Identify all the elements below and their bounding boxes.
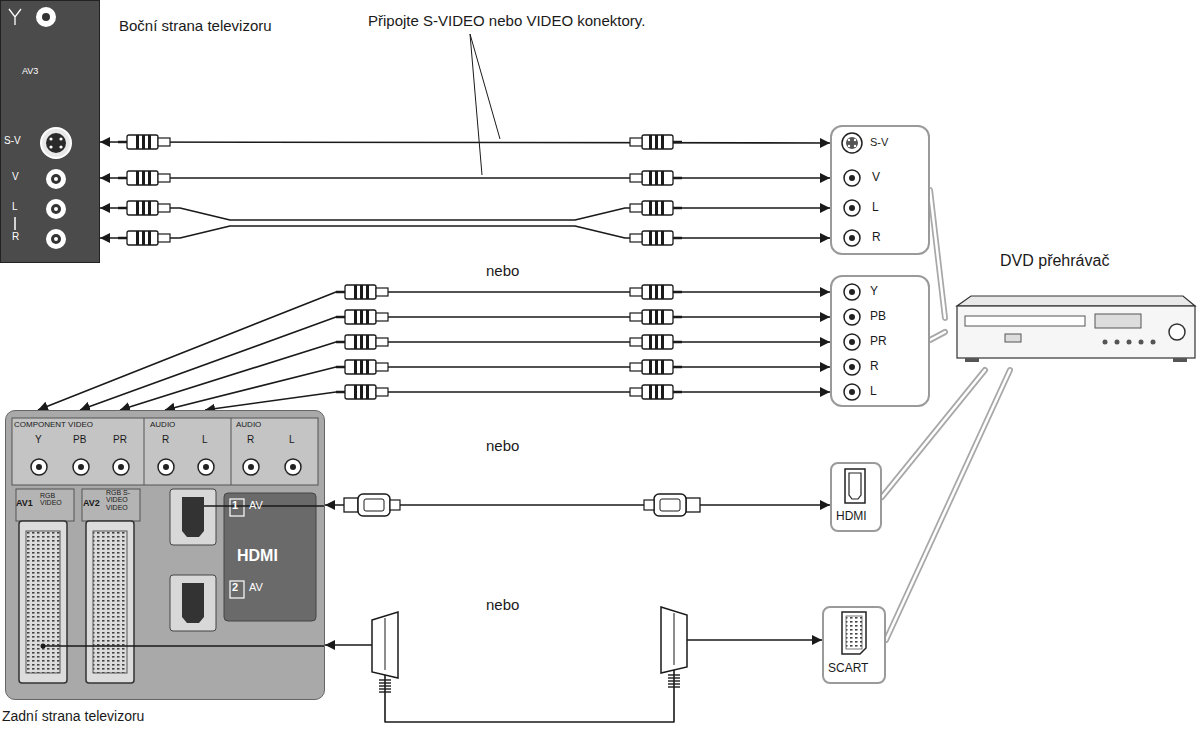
jack-label: R	[247, 434, 254, 446]
alternative-word: nebo	[486, 437, 519, 454]
instruction-note: Připojte S-VIDEO nebo VIDEO konektory.	[368, 12, 645, 29]
input-name: AV	[249, 499, 263, 512]
rca-plug	[336, 310, 388, 324]
dvd-jack-group: S-V V L R	[830, 125, 930, 255]
port-label: L	[870, 385, 877, 399]
rca-plug	[336, 285, 388, 299]
connection-wedge	[930, 190, 945, 318]
cable	[100, 226, 830, 238]
rca-plug	[630, 310, 682, 324]
input-name: AV1	[16, 498, 33, 508]
rca-plug	[118, 201, 170, 215]
rca-plug	[630, 285, 682, 299]
jack-label: R	[162, 434, 169, 446]
connection-wedge	[886, 370, 1010, 640]
signal-list: RGB VIDEO	[40, 492, 72, 507]
cable	[38, 292, 830, 410]
hdmi-logo: HDMI	[237, 547, 278, 565]
input-number: 1	[232, 499, 238, 512]
cable	[325, 640, 822, 722]
hdmi-plug	[344, 494, 400, 516]
rca-plug	[630, 385, 682, 399]
jack-group-label: AUDIO	[150, 420, 175, 429]
jack-label: R	[12, 231, 19, 243]
side-panel-art	[1, 1, 101, 264]
alternative-word: nebo	[486, 596, 519, 613]
port-label: Y	[870, 285, 878, 299]
rca-plug	[630, 135, 682, 149]
cable	[165, 367, 830, 410]
rca-plug	[118, 135, 170, 149]
rca-plug	[336, 385, 388, 399]
leader-line	[470, 34, 482, 175]
jack-label: Y	[35, 434, 42, 446]
jack-group-label: COMPONENT VIDEO	[14, 420, 93, 429]
rca-plug	[630, 171, 682, 185]
jack-label: PB	[73, 434, 86, 446]
alternative-word: nebo	[486, 262, 519, 279]
rca-plug	[118, 171, 170, 185]
cable	[205, 392, 830, 410]
rca-plug	[630, 360, 682, 374]
rca-plug	[118, 231, 170, 245]
scart-plug	[661, 607, 687, 687]
panel-heading: Zadní strana televizoru	[2, 708, 144, 724]
input-name: AV	[249, 581, 263, 594]
rca-plug	[630, 201, 682, 215]
jack-label: V	[12, 171, 19, 183]
input-number: 2	[232, 581, 238, 594]
port-label: PR	[870, 335, 887, 349]
dvd-hdmi-port: HDMI	[830, 462, 882, 532]
jack-label: L	[289, 434, 295, 446]
port-label: HDMI	[836, 510, 867, 524]
rca-plug	[630, 231, 682, 245]
port-label: PB	[870, 310, 886, 324]
hdmi-plug	[644, 494, 700, 516]
signal-list: RGB S-VIDEO VIDEO	[106, 489, 138, 511]
port-label: DVD přehrávač	[1000, 252, 1109, 270]
cable	[120, 342, 830, 410]
port-label: V	[872, 171, 880, 185]
scart-plug	[372, 612, 398, 692]
jack-group-label: AUDIO	[236, 420, 261, 429]
cable	[100, 178, 830, 179]
cable	[100, 142, 830, 143]
dvd-player: DVD přehrávač	[945, 250, 1200, 370]
input-name: AV3	[22, 66, 38, 76]
input-name: AV2	[83, 498, 100, 508]
cable	[100, 208, 830, 220]
port-label: L	[872, 201, 879, 215]
port-label: R	[872, 231, 881, 245]
port-label: R	[870, 360, 879, 374]
connection-wedge	[930, 332, 945, 340]
jack-label: L	[202, 434, 208, 446]
jack-label: L	[12, 201, 18, 213]
port-label: S-V	[870, 136, 888, 149]
cable	[325, 505, 830, 506]
cable	[80, 317, 830, 410]
rca-plug	[336, 360, 388, 374]
rca-plug	[336, 335, 388, 349]
panel-heading: Boční strana televizoru	[119, 17, 272, 34]
dvd-scart-port: SCART	[822, 606, 886, 684]
tv-side-panel: Boční strana televizoru	[0, 0, 100, 263]
port-label: SCART	[828, 662, 868, 676]
jack-label: PR	[113, 434, 127, 446]
jack-label: S-V	[4, 135, 21, 147]
dvd-jack-group: Y PB PR RL	[830, 275, 930, 407]
rear-panel-art	[6, 411, 326, 701]
rca-plug	[630, 335, 682, 349]
